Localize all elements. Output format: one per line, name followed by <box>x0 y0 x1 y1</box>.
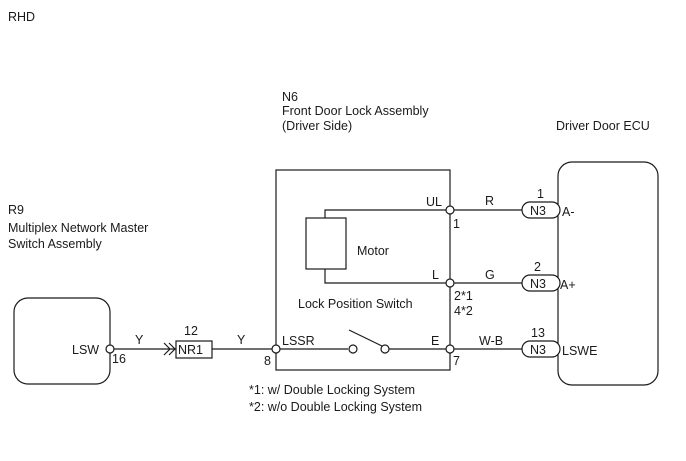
terminal-lsw <box>105 344 115 354</box>
switch-contact-left <box>348 344 358 354</box>
motor-symbol <box>305 217 347 270</box>
connector-pin-number: 2 <box>534 260 541 274</box>
terminal-ul-label: UL <box>426 195 442 209</box>
connector-n3-label: N3 <box>530 277 546 291</box>
wire-w-b-color: W-B <box>479 334 503 348</box>
terminal-lsw-pin: 16 <box>112 352 126 366</box>
motor-ul-wire <box>324 209 450 218</box>
terminal-ul-pin: 1 <box>453 217 460 231</box>
switch-label: Lock Position Switch <box>298 297 413 311</box>
terminal-l-label: L <box>432 268 439 282</box>
junction-nr1-label: NR1 <box>178 343 203 357</box>
terminal-e <box>445 344 455 354</box>
terminal-lsw-label: LSW <box>72 343 99 357</box>
connector-n3-pin-2: N3 2 <box>521 260 561 292</box>
master-switch-name-2: Switch Assembly <box>8 237 103 251</box>
switch-blade <box>348 329 383 347</box>
wire-g-color: G <box>485 268 495 282</box>
master-switch-code: R9 <box>8 203 24 217</box>
terminal-l <box>445 278 455 288</box>
ecu-terminal-lswe: LSWE <box>562 344 597 358</box>
note-1: *1: w/ Double Locking System <box>249 383 415 397</box>
terminal-l-pin-2: 4*2 <box>454 304 473 318</box>
junction-nr1-pin: 12 <box>184 324 198 338</box>
connector-n3-pin-13: N3 13 <box>521 326 561 358</box>
connector-arrow-1 <box>163 342 171 356</box>
terminal-lssr-pin: 8 <box>264 354 271 368</box>
terminal-ul <box>445 205 455 215</box>
terminal-e-label: E <box>431 334 439 348</box>
front-door-lock-side: (Driver Side) <box>282 119 352 133</box>
wire-nr1-lssr-color: Y <box>237 333 246 347</box>
master-switch-box <box>13 297 111 385</box>
ecu-terminal-a-plus: A+ <box>560 278 576 292</box>
connector-n3-pin-1: N3 1 <box>521 187 561 219</box>
connector-arrow-2 <box>168 342 176 356</box>
connector-n3-label: N3 <box>530 343 546 357</box>
wire-r-color: R <box>485 194 494 208</box>
terminal-lssr-label: LSSR <box>282 334 315 348</box>
ecu-name: Driver Door ECU <box>556 119 650 133</box>
terminal-l-pin-1: 2*1 <box>454 289 473 303</box>
front-door-lock-name: Front Door Lock Assembly <box>282 104 429 118</box>
motor-label: Motor <box>357 244 389 258</box>
terminal-e-pin: 7 <box>453 354 460 368</box>
connector-pin-number: 1 <box>537 187 544 201</box>
terminal-lssr <box>271 344 281 354</box>
connector-n3-label: N3 <box>530 204 546 218</box>
front-door-lock-code: N6 <box>282 90 298 104</box>
note-2: *2: w/o Double Locking System <box>249 400 422 414</box>
motor-l-wire <box>324 269 450 284</box>
switch-contact-right <box>380 344 390 354</box>
variant-label: RHD <box>8 10 35 24</box>
connector-pin-number: 13 <box>531 326 545 340</box>
wire-lsw-nr1-color: Y <box>135 333 144 347</box>
ecu-terminal-a-minus: A- <box>562 205 575 219</box>
master-switch-name: Multiplex Network Master <box>8 221 148 235</box>
ecu-box <box>557 161 659 386</box>
